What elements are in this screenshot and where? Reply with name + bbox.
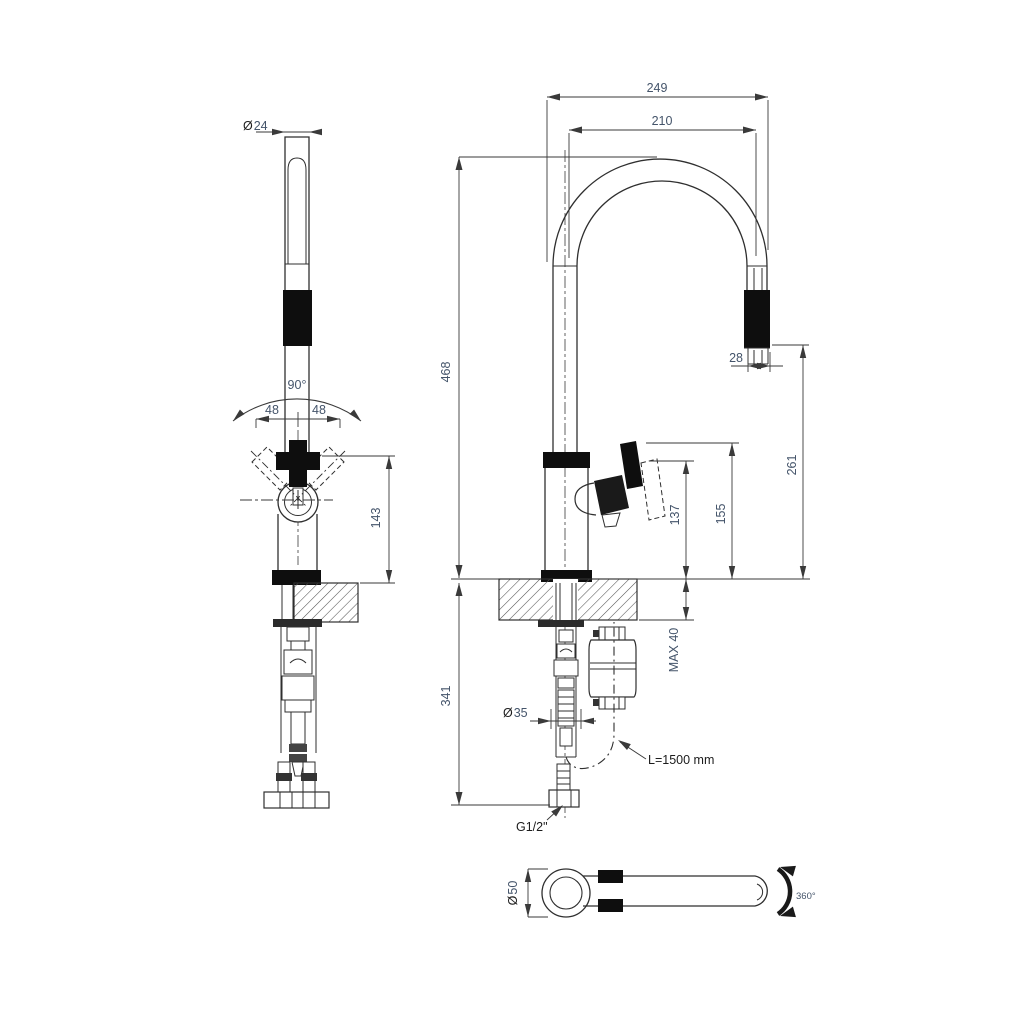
dim-lever-top-height: 155: [646, 442, 739, 579]
side-lever-assembly: [574, 441, 666, 528]
note-thread-size: G1/2": [516, 805, 563, 834]
dim-max-counter-thickness: MAX 40: [639, 579, 694, 672]
dim-swivel-angle-label: 360°: [796, 891, 816, 902]
dim-spout-outlet-height-label: 261: [785, 455, 799, 476]
top-base-outer: [541, 868, 591, 918]
dim-shank-diameter-label: Ø35: [503, 706, 528, 720]
front-flange: [273, 619, 322, 627]
lever-alt-position: [640, 458, 666, 521]
dim-lever-pivot-height-label: 137: [668, 505, 682, 526]
dim-base-diameter: Ø50: [506, 868, 548, 918]
handle-swing-diagonal-left: [250, 450, 308, 508]
dim-handle-reach-right-label: 48: [312, 403, 326, 417]
dim-under-counter-depth-label: 341: [439, 686, 453, 707]
side-flange: [538, 620, 584, 627]
top-spout-end-inner: [756, 883, 764, 901]
side-shank-assembly: [548, 583, 580, 808]
front-knurl-band: [283, 290, 312, 346]
top-spout: [583, 875, 768, 907]
dim-shank-diameter: Ø35: [503, 706, 596, 729]
dim-handle-height-label: 143: [369, 508, 383, 529]
hose-counterweight: [588, 626, 637, 710]
dim-spout-diameter: Ø24: [243, 119, 322, 136]
g-half-inch-nut: [548, 789, 580, 808]
dim-swing-angle-label: 90°: [288, 378, 307, 392]
gooseneck-inner: [576, 180, 748, 267]
handle-swing-diagonal-right: [288, 450, 346, 508]
side-view-faucet: [498, 150, 770, 818]
note-thread-size-label: G1/2": [516, 820, 548, 834]
dim-spout-reach: 210: [568, 114, 757, 258]
front-shank-assembly: [281, 626, 315, 777]
dim-handle-swing: 90°: [232, 378, 362, 422]
top-view-faucet: [541, 865, 796, 918]
dim-spout-tip-diameter: 28: [729, 351, 783, 372]
dim-overall-reach: 249: [546, 81, 769, 262]
dim-spout-outlet-height: 261: [772, 344, 809, 579]
dim-handle-height: 143: [322, 455, 395, 584]
dim-handle-reach-left-label: 48: [265, 403, 279, 417]
dim-overall-reach-label: 249: [647, 81, 668, 95]
dim-lever-top-height-label: 155: [714, 504, 728, 525]
dimensions: Ø24 90° 48 48 143: [232, 81, 816, 918]
lever-mount: [594, 475, 629, 515]
front-inner-cartridge: [287, 157, 307, 264]
dim-spout-tip-diameter-label: 28: [729, 351, 743, 365]
note-hose-length-label: L=1500 mm: [648, 753, 714, 767]
dim-max-counter-thickness-label: MAX 40: [667, 628, 681, 673]
front-cross-handle: [276, 440, 320, 487]
gooseneck-outer: [552, 158, 768, 267]
spray-head-knurl: [744, 290, 770, 348]
front-base-collar: [272, 570, 321, 585]
dim-handle-reach: 48 48: [255, 403, 341, 428]
top-collar-mark-upper: [598, 870, 623, 883]
front-supply-hoses: [263, 761, 330, 809]
dim-lever-pivot-height: 137: [649, 460, 694, 579]
lever-arm: [620, 441, 643, 489]
dim-overall-height-label: 468: [439, 362, 453, 383]
swivel-arrow-icon: [776, 865, 796, 918]
dim-spout-reach-label: 210: [652, 114, 673, 128]
side-collar: [543, 452, 590, 468]
front-countertop: [293, 582, 359, 623]
dim-base-diameter-label: Ø50: [506, 881, 520, 906]
top-collar-mark-lower: [598, 899, 623, 912]
dim-spout-diameter-label: Ø24: [243, 119, 268, 133]
front-view-faucet: [240, 136, 359, 809]
note-hose-length: L=1500 mm: [618, 740, 714, 767]
dim-under-counter-depth: 341: [439, 583, 550, 806]
dim-overall-height: 468: [439, 156, 657, 580]
top-base-inner: [549, 876, 583, 910]
